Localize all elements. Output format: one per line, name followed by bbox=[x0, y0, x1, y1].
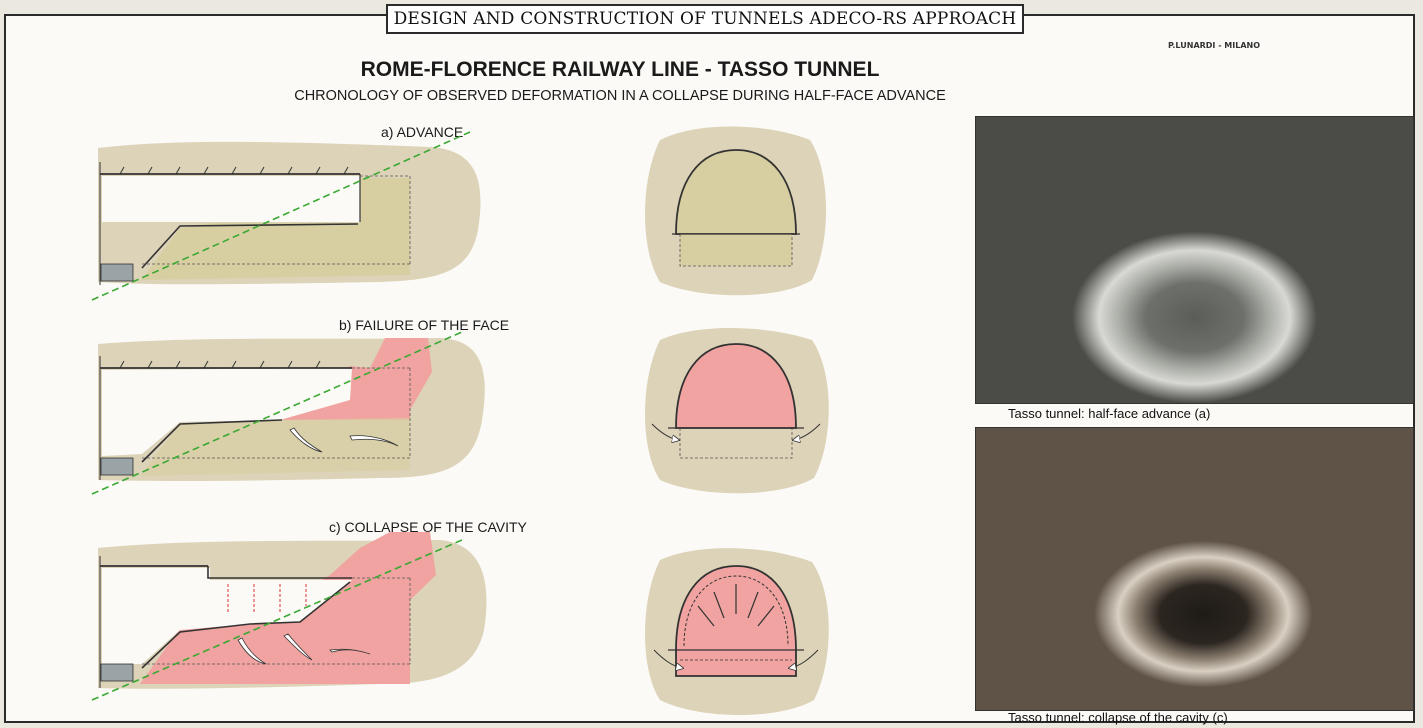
longitudinal-section-advance bbox=[92, 132, 481, 300]
top-heading-void bbox=[102, 176, 360, 222]
longitudinal-section-face-failure bbox=[92, 332, 485, 494]
photo-caption-collapse: Tasso tunnel: collapse of the cavity (c) bbox=[1008, 710, 1228, 725]
cross-section-collapse bbox=[645, 548, 829, 715]
invert-block bbox=[101, 458, 133, 475]
photo-half-face-advance bbox=[975, 116, 1414, 404]
longitudinal-section-collapse bbox=[92, 532, 487, 700]
cross-section-advance bbox=[645, 126, 826, 295]
photo-collapse-of-cavity bbox=[975, 427, 1414, 711]
invert-block bbox=[101, 664, 133, 681]
photo-caption-half-face: Tasso tunnel: half-face advance (a) bbox=[1008, 406, 1210, 421]
cross-section-face-failure bbox=[645, 328, 829, 493]
invert-block bbox=[101, 264, 133, 281]
